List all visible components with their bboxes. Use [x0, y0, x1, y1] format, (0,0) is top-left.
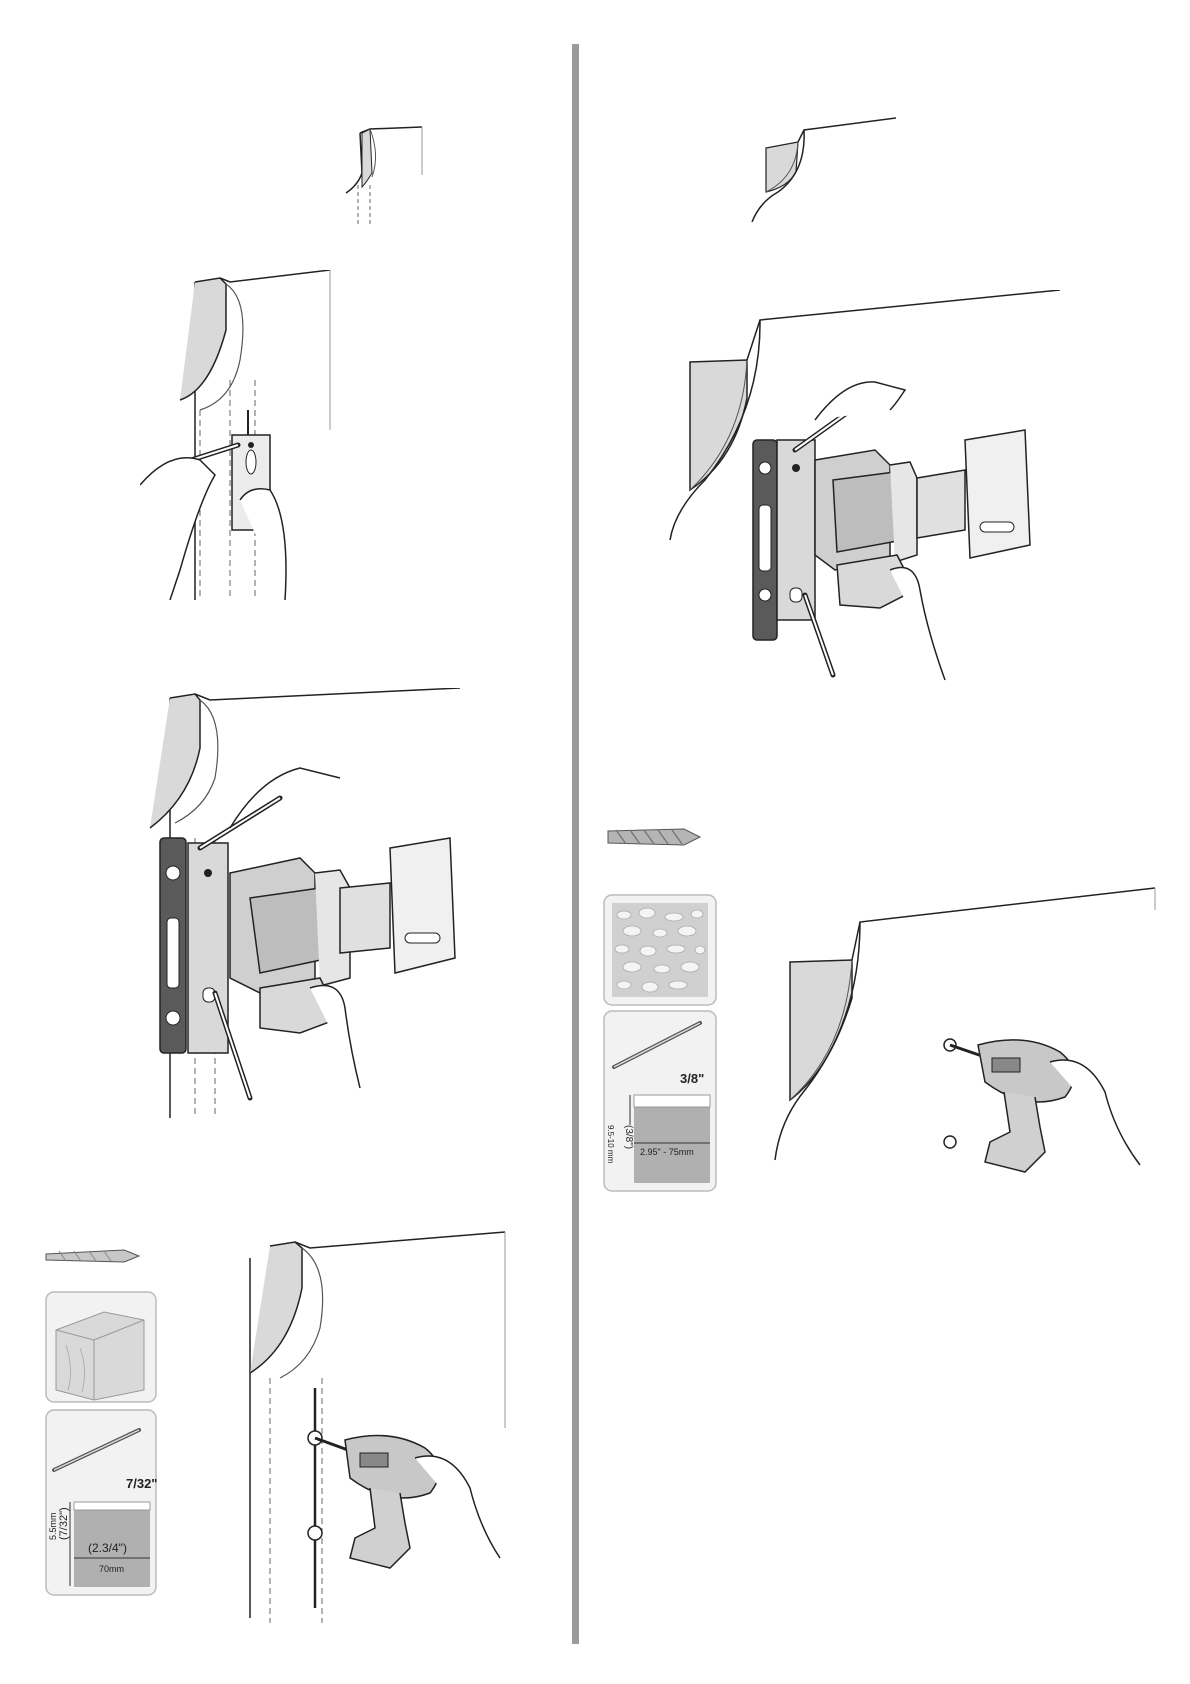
masonry-drill-bit-size-label: 3/8"	[680, 1071, 704, 1086]
corner-detail-illustration	[748, 112, 898, 222]
masonry-hole-diameter-label: (3/8")	[623, 1125, 634, 1149]
corner-detail-thumbnail-right	[748, 112, 898, 222]
drill-masonry-illustration	[760, 880, 1160, 1210]
wall-mount-bracket-illustration	[140, 688, 470, 1118]
wood-hole-diameter-label: (7/32")	[58, 1507, 70, 1540]
drill-stud-illustration	[240, 1228, 510, 1628]
wood-hole-depth-mm-label: 70mm	[99, 1564, 124, 1574]
drilling-wall-illustration	[240, 1228, 510, 1628]
wood-hole-depth-label: (2.3/4")	[88, 1541, 127, 1555]
corner-detail-thumbnail-left	[340, 125, 430, 235]
drill-bit-size-label: 7/32"	[126, 1476, 157, 1491]
drilling-wall-illustration	[760, 880, 1160, 1210]
marking-template-illustration	[140, 270, 340, 600]
wood-hole-diameter-mm-label: 5.5mm	[48, 1512, 58, 1540]
masonry-hole-depth-label: 2.95" - 75mm	[640, 1147, 694, 1157]
wood-drill-spec-illustration: 7/32" (7/32") 5.5mm (2.3/4") 70mm	[44, 1240, 164, 1600]
mark-stud-illustration	[140, 270, 340, 600]
wall-mount-bracket-illustration	[665, 290, 1065, 690]
wood-drill-spec-panel: 7/32" (7/32") 5.5mm (2.3/4") 70mm	[44, 1240, 164, 1600]
masonry-hole-diameter-mm-label: 9.5-10 mm	[606, 1125, 615, 1164]
column-divider	[572, 44, 579, 1644]
bracket-level-illustration-left	[140, 688, 470, 1118]
bracket-level-illustration-right	[665, 290, 1065, 690]
corner-detail-illustration	[340, 125, 430, 235]
masonry-drill-spec-illustration: 3/8" (3/8") 9.5-10 mm 2.95" - 75mm	[602, 825, 722, 1195]
masonry-drill-spec-panel: 3/8" (3/8") 9.5-10 mm 2.95" - 75mm	[602, 825, 722, 1195]
